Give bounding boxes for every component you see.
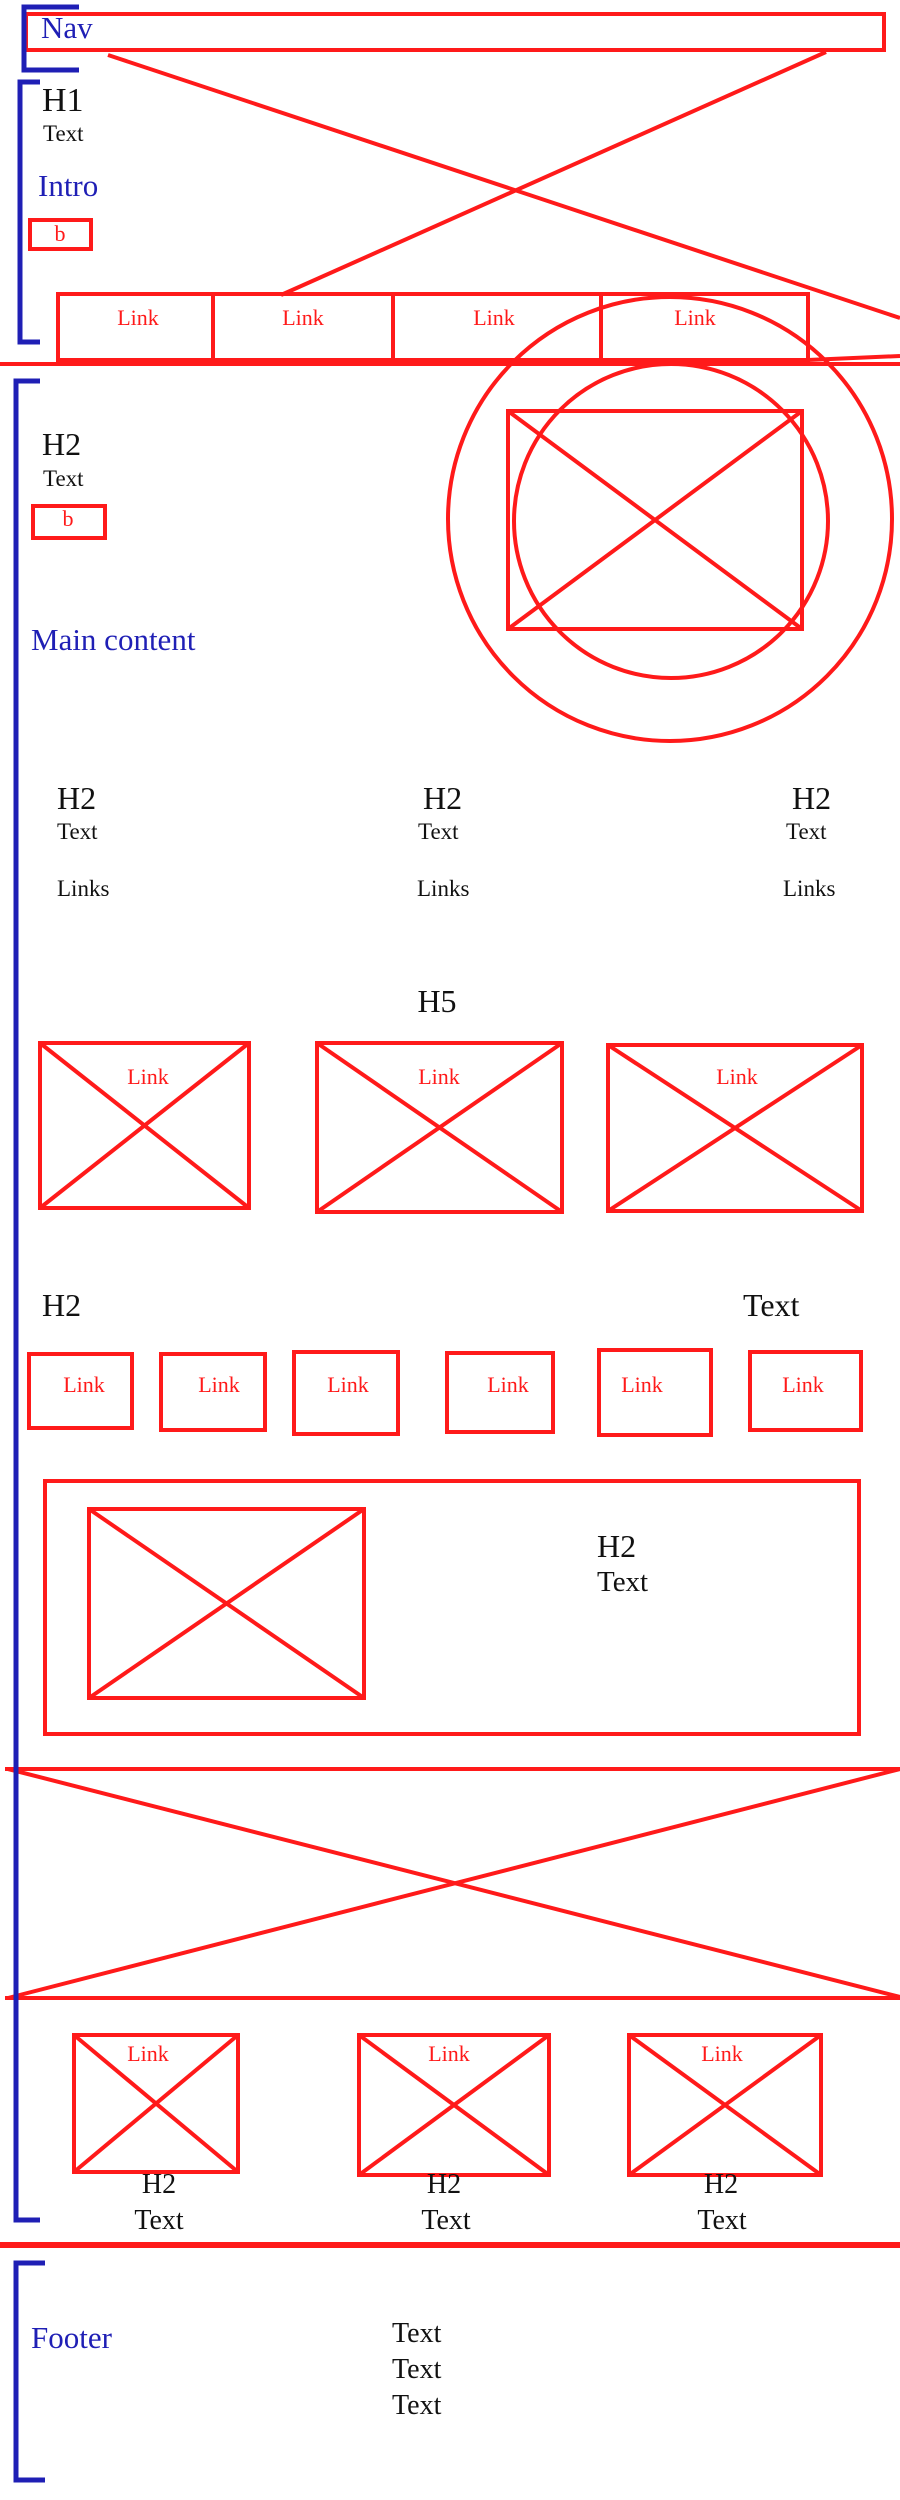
intro-button[interactable]: b bbox=[54, 221, 66, 246]
gallery-heading: H5 bbox=[417, 983, 457, 1019]
gallery-card-3-x-2 bbox=[606, 1043, 864, 1213]
gallery-card-3-link[interactable]: Link bbox=[716, 1064, 758, 1089]
hero-heading: H2 bbox=[42, 426, 82, 462]
feature-image-box bbox=[87, 1507, 366, 1700]
column-2-links[interactable]: Links bbox=[417, 876, 470, 901]
link-row-heading: H2 bbox=[42, 1287, 82, 1323]
intro-heading: H1 bbox=[42, 82, 84, 119]
main-content-label: Main content bbox=[31, 622, 196, 657]
footer-text-1: Text bbox=[392, 2318, 442, 2349]
card-2-link[interactable]: Link bbox=[428, 2041, 470, 2066]
card-2-x-2 bbox=[357, 2033, 551, 2177]
link-row-link-2[interactable]: Link bbox=[198, 1372, 240, 1397]
nav-label: Nav bbox=[41, 10, 93, 45]
hero-button-box bbox=[31, 504, 107, 540]
gallery-card-3-box bbox=[606, 1043, 864, 1213]
hero-button[interactable]: b bbox=[62, 506, 74, 531]
card-1-x-2 bbox=[72, 2033, 240, 2174]
footer-text-3: Text bbox=[392, 2390, 442, 2421]
card-3-link[interactable]: Link bbox=[701, 2041, 743, 2066]
link-row-box-4 bbox=[445, 1351, 555, 1434]
intro-nav-link-3[interactable]: Link bbox=[473, 305, 515, 330]
intro-x-line-2 bbox=[280, 50, 827, 297]
link-row-link-3[interactable]: Link bbox=[327, 1372, 369, 1397]
intro-link-bar-box bbox=[56, 292, 810, 362]
link-row-box-6 bbox=[748, 1350, 863, 1432]
intro-text: Text bbox=[43, 121, 84, 146]
hero-image-box bbox=[506, 409, 804, 631]
column-1-heading: H2 bbox=[57, 780, 97, 816]
column-3-heading: H2 bbox=[792, 780, 832, 816]
intro-button-box bbox=[28, 218, 93, 251]
gallery-card-1-x-2 bbox=[38, 1041, 251, 1210]
intro-bracket bbox=[17, 79, 40, 345]
card-1-text: Text bbox=[134, 2205, 184, 2236]
gallery-card-2-link[interactable]: Link bbox=[418, 1064, 460, 1089]
intro-label: Intro bbox=[38, 168, 99, 203]
link-row-aside-text: Text bbox=[743, 1287, 800, 1323]
footer-bracket bbox=[13, 2260, 45, 2483]
link-row-link-1[interactable]: Link bbox=[63, 1372, 105, 1397]
footer-label: Footer bbox=[31, 2320, 112, 2355]
nav-bar-box bbox=[24, 12, 886, 52]
card-3-x-2 bbox=[627, 2033, 823, 2177]
link-row-link-6[interactable]: Link bbox=[782, 1372, 824, 1397]
card-3-heading: H2 bbox=[703, 2169, 739, 2200]
card-3-text: Text bbox=[697, 2205, 747, 2236]
gallery-card-2-x-2 bbox=[315, 1041, 564, 1214]
nav-bracket bbox=[21, 4, 79, 73]
card-2-heading: H2 bbox=[426, 2169, 462, 2200]
column-3-text: Text bbox=[786, 819, 827, 844]
footer-text-2: Text bbox=[392, 2354, 442, 2385]
intro-nav-link-4[interactable]: Link bbox=[674, 305, 716, 330]
feature-box bbox=[43, 1479, 861, 1736]
feature-image-x-2 bbox=[87, 1507, 366, 1700]
intro-x-line-1 bbox=[107, 53, 900, 320]
card-1-link[interactable]: Link bbox=[127, 2041, 169, 2066]
hero-image-x-2 bbox=[506, 409, 804, 631]
column-2-text: Text bbox=[418, 819, 459, 844]
link-row-link-5[interactable]: Link bbox=[621, 1372, 663, 1397]
card-3-image-box bbox=[627, 2033, 823, 2177]
column-1-text: Text bbox=[57, 819, 98, 844]
hero-text: Text bbox=[43, 466, 84, 491]
card-1-heading: H2 bbox=[141, 2169, 177, 2200]
link-row-box-3 bbox=[292, 1350, 400, 1436]
column-3-links[interactable]: Links bbox=[783, 876, 836, 901]
intro-nav-link-2[interactable]: Link bbox=[282, 305, 324, 330]
main-bracket bbox=[13, 378, 40, 2223]
feature-text: Text bbox=[597, 1566, 649, 1598]
gallery-card-1-box bbox=[38, 1041, 251, 1210]
card-1-image-box bbox=[72, 2033, 240, 2174]
feature-heading: H2 bbox=[597, 1528, 637, 1564]
card-2-image-box bbox=[357, 2033, 551, 2177]
column-1-links[interactable]: Links bbox=[57, 876, 110, 901]
link-row-link-4[interactable]: Link bbox=[487, 1372, 529, 1397]
gallery-card-1-link[interactable]: Link bbox=[127, 1064, 169, 1089]
link-row-box-2 bbox=[159, 1352, 267, 1432]
gallery-card-2-box bbox=[315, 1041, 564, 1214]
hero-inner-circle bbox=[512, 362, 830, 680]
intro-nav-link-1[interactable]: Link bbox=[117, 305, 159, 330]
link-row-box-5 bbox=[597, 1348, 713, 1437]
column-2-heading: H2 bbox=[423, 780, 463, 816]
banner-x-2 bbox=[7, 1767, 900, 2000]
card-2-text: Text bbox=[421, 2205, 471, 2236]
hero-outer-circle bbox=[446, 295, 894, 743]
link-row-box-1 bbox=[27, 1352, 134, 1430]
